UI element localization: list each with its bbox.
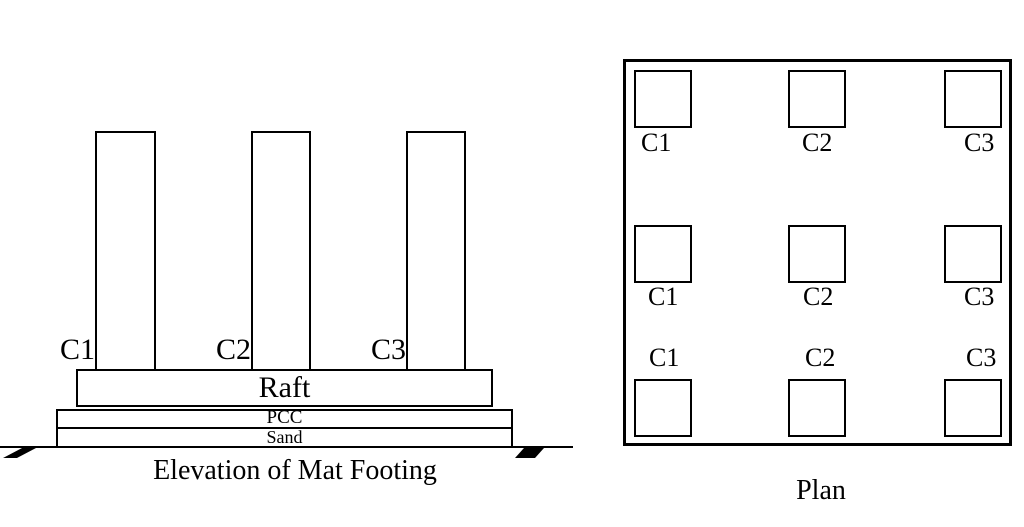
plan-square-r2-c1 — [634, 225, 692, 283]
ground-line — [0, 446, 573, 448]
plan-square-r1-c1 — [634, 70, 692, 128]
pcc-layer — [56, 409, 513, 429]
plan-square-r3-c3 — [944, 379, 1002, 437]
elevation-column-label-c3: C3 — [370, 333, 406, 366]
sand-label: Sand — [266, 427, 303, 447]
plan-square-r2-c2 — [788, 225, 846, 283]
elevation-column-label-c2: C2 — [215, 333, 251, 366]
elevation-caption: Elevation of Mat Footing — [153, 455, 437, 486]
elevation-column-c1 — [95, 131, 156, 371]
plan-label-r1-c3: C3 — [964, 128, 995, 157]
ground-hatch-left-icon — [3, 448, 36, 458]
raft-layer — [76, 369, 493, 407]
plan-label-r2-c3: C3 — [964, 282, 995, 311]
raft-label: Raft — [258, 371, 311, 404]
plan-square-r3-c2 — [788, 379, 846, 437]
elevation-column-label-c1: C1 — [59, 333, 95, 366]
plan-square-r3-c1 — [634, 379, 692, 437]
plan-label-r2-c1: C1 — [648, 282, 679, 311]
plan-square-r1-c3 — [944, 70, 1002, 128]
plan-label-r3-c1: C1 — [649, 343, 680, 372]
elevation-column-c2 — [251, 131, 311, 371]
plan-label-r2-c2: C2 — [803, 282, 834, 311]
plan-label-r3-c3: C3 — [966, 343, 997, 372]
plan-label-r3-c2: C2 — [805, 343, 836, 372]
plan-label-r1-c2: C2 — [802, 128, 833, 157]
plan-square-r1-c2 — [788, 70, 846, 128]
ground-hatch-right-icon — [515, 448, 544, 458]
plan-caption: Plan — [796, 475, 846, 506]
elevation-column-c3 — [406, 131, 466, 371]
plan-label-r1-c1: C1 — [641, 128, 672, 157]
plan-square-r2-c3 — [944, 225, 1002, 283]
pcc-label: PCC — [266, 407, 303, 428]
